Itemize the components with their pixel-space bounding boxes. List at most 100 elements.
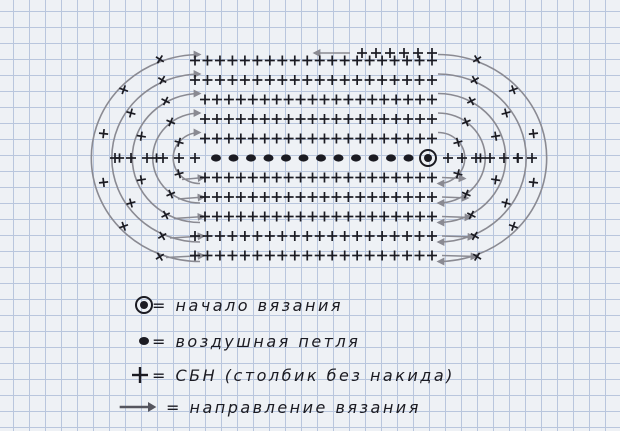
sc-stitch-top xyxy=(200,114,210,124)
sc-stitch-bottom xyxy=(252,250,263,261)
chain-stitch xyxy=(246,154,256,162)
sc-stitch-top xyxy=(367,133,378,144)
sc-stitch-bottom xyxy=(415,211,426,222)
sc-stitch-top xyxy=(415,114,426,124)
sc-stitch-bottom xyxy=(364,231,375,241)
sc-stitch-center xyxy=(126,153,136,163)
arrow-left-turn xyxy=(172,128,202,185)
sc-stitch-turn xyxy=(528,128,539,139)
sc-stitch-bottom xyxy=(202,250,213,261)
sc-stitch-bottom xyxy=(247,211,258,222)
sc-stitch-top xyxy=(414,75,425,85)
chain-stitch xyxy=(281,154,291,162)
sc-stitch-top xyxy=(331,114,342,124)
sc-stitch-bottom xyxy=(223,192,234,202)
sc-stitch-top xyxy=(235,133,246,144)
sc-stitch-bottom xyxy=(223,211,234,222)
sc-stitch-top xyxy=(235,94,246,105)
sc-stitch-bottom xyxy=(271,172,282,183)
sc-stitch-top xyxy=(239,55,250,66)
sc-stitch-bottom xyxy=(295,172,306,183)
sc-stitch-top xyxy=(247,94,258,105)
arrow-row-end xyxy=(441,232,476,241)
sc-stitch-top xyxy=(343,114,354,124)
sc-stitch-top xyxy=(190,75,200,85)
sc-stitch-top xyxy=(367,114,378,124)
sc-stitch-bottom xyxy=(200,192,210,202)
sc-stitch-bottom xyxy=(427,211,437,222)
sc-stitch-top xyxy=(214,55,225,66)
sc-stitch-turn xyxy=(470,231,480,241)
sc-stitch-turn xyxy=(126,108,136,118)
sc-stitch-turn xyxy=(119,85,129,95)
sc-stitch-turn xyxy=(528,177,539,188)
sc-stitch-top xyxy=(319,133,330,144)
sc-stitch-bottom xyxy=(339,231,350,241)
sc-stitch-turn xyxy=(466,210,476,220)
sc-stitch-top xyxy=(202,55,213,66)
sc-stitch-bottom xyxy=(211,211,222,222)
sc-stitch-bottom xyxy=(235,172,246,183)
sc-stitch-top xyxy=(223,94,234,105)
arrow-right-turn xyxy=(436,73,527,246)
sc-stitch-bottom xyxy=(403,172,414,183)
sc-stitch-bottom xyxy=(264,231,275,241)
sc-stitch-bottom xyxy=(379,211,390,222)
sc-stitch-bottom xyxy=(403,192,414,202)
sc-stitch-top xyxy=(402,55,413,66)
sc-stitch-bottom xyxy=(367,192,378,202)
sc-stitch-top xyxy=(211,114,222,124)
sc-stitch-top xyxy=(314,55,325,66)
sc-stitch-top xyxy=(391,94,402,105)
sc-stitch-bottom xyxy=(379,172,390,183)
sc-stitch-bottom xyxy=(355,192,366,202)
sc-stitch-bottom xyxy=(239,231,250,241)
sc-stitch-last-row xyxy=(427,48,437,58)
sc-stitch-bottom xyxy=(314,250,325,261)
sc-stitch-bottom xyxy=(223,172,234,183)
sc-stitch-bottom xyxy=(283,192,294,202)
chain-stitch xyxy=(403,154,414,162)
sc-stitch-turn xyxy=(491,175,501,185)
sc-stitch-top xyxy=(391,133,402,144)
sc-stitch-center xyxy=(499,153,509,163)
sc-stitch-last-row xyxy=(371,48,381,58)
sc-stitch-top xyxy=(403,133,414,144)
sc-stitch-bottom xyxy=(264,250,275,261)
arrow-left-turn xyxy=(90,50,202,263)
sc-stitch-top xyxy=(352,55,363,66)
sc-stitch-bottom xyxy=(339,250,350,261)
sc-stitch-top xyxy=(259,114,270,124)
sc-stitch-center xyxy=(190,153,200,163)
sc-stitch-bottom xyxy=(302,231,313,241)
sc-stitch-top xyxy=(377,75,388,85)
arrow-icon xyxy=(118,394,158,420)
sc-stitch-bottom xyxy=(402,250,413,261)
sc-stitch-turn xyxy=(166,189,176,199)
sc-stitch-turn xyxy=(453,169,463,179)
sc-stitch-top xyxy=(247,114,258,124)
sc-stitch-top xyxy=(295,114,306,124)
sc-stitch-top xyxy=(389,75,400,85)
start-icon xyxy=(124,292,164,318)
sc-stitch-top xyxy=(414,55,425,66)
sc-stitch-top xyxy=(379,114,390,124)
sc-stitch-top xyxy=(223,133,234,144)
sc-stitch-top xyxy=(379,133,390,144)
legend-arrow-text: = направление вязания xyxy=(166,397,421,417)
arrow-row-end xyxy=(441,193,470,202)
sc-stitch-bottom xyxy=(190,231,200,241)
sc-stitch-bottom xyxy=(200,211,210,222)
sc-stitch-turn xyxy=(475,153,486,163)
sc-stitch-top xyxy=(427,114,437,124)
sc-stitch-bottom xyxy=(319,172,330,183)
sc-stitch-turn xyxy=(136,175,146,185)
sc-stitch-turn xyxy=(119,221,129,231)
sc-stitch-top xyxy=(200,94,210,105)
sc-stitch-bottom xyxy=(377,250,388,261)
sc-stitch-turn xyxy=(166,117,176,127)
sc-stitch-bottom xyxy=(211,172,222,183)
sc-stitch-turn xyxy=(155,252,165,262)
sc-stitch-turn xyxy=(174,169,184,179)
sc-stitch-top xyxy=(227,55,238,66)
